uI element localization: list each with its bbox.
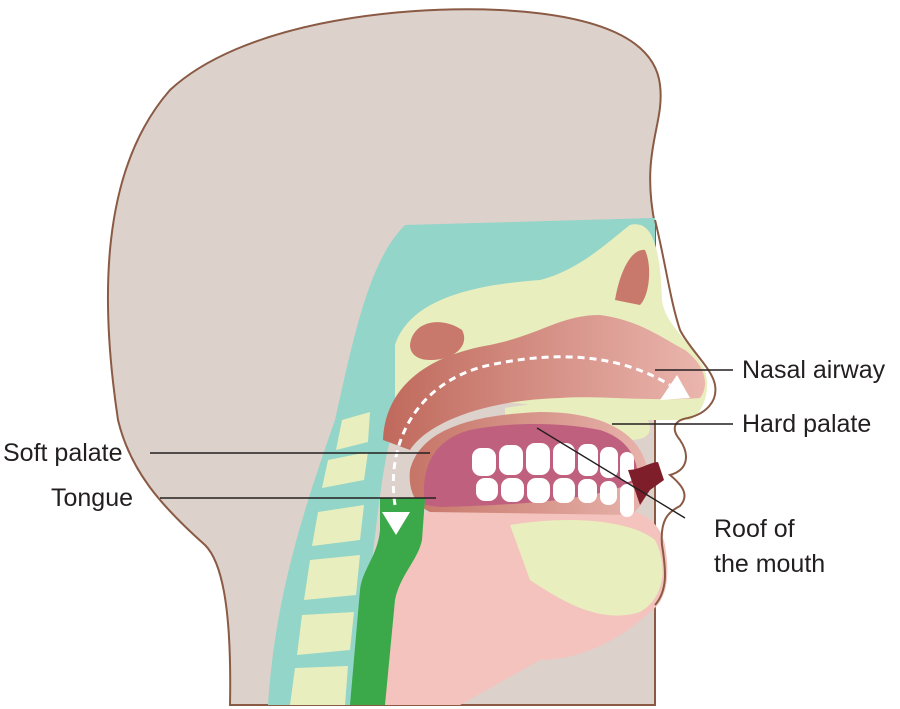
nasal-cartilage xyxy=(615,249,650,305)
face-profile xyxy=(654,219,717,606)
lips xyxy=(628,462,664,505)
airflow-path xyxy=(391,355,671,506)
lower-teeth xyxy=(476,478,634,517)
airflow-arrowhead-front xyxy=(660,375,690,400)
label-soft-palate: Soft palate xyxy=(3,439,123,467)
label-roof-of-mouth-line2: the mouth xyxy=(714,550,825,578)
leader-roof-of-mouth xyxy=(536,427,686,519)
upper-teeth xyxy=(472,443,634,482)
nasal-airway-region xyxy=(383,315,705,450)
sinus-cavity xyxy=(410,322,465,360)
chin-bone xyxy=(510,520,663,616)
airway-passage xyxy=(350,498,425,705)
label-roof-of-mouth-line1: Roof of xyxy=(714,515,795,543)
label-nasal-airway: Nasal airway xyxy=(742,356,886,384)
label-hard-palate: Hard palate xyxy=(742,410,871,438)
label-tongue: Tongue xyxy=(51,484,133,512)
airflow-arrowhead-down xyxy=(382,512,410,535)
vertebrae xyxy=(290,412,370,705)
